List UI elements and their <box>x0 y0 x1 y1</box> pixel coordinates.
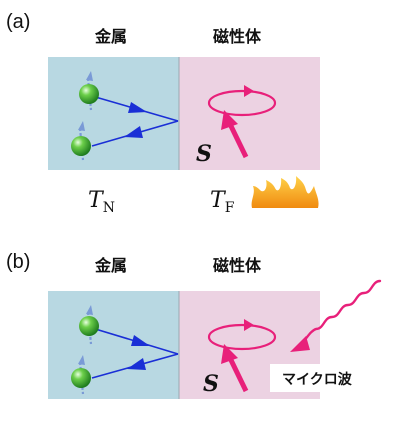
path-arrow-in-icon <box>128 102 147 113</box>
metal-label: 金属 <box>94 27 127 46</box>
microwave-label: マイクロ波 <box>282 371 353 388</box>
electron-lower <box>71 121 91 161</box>
magnet-label: 磁性体 <box>213 27 262 46</box>
panel-b-label: (b) <box>6 251 30 273</box>
precession-arrow-icon <box>244 85 254 97</box>
spin-label: S <box>203 371 219 397</box>
spin-label: S <box>196 141 212 167</box>
metal-label: 金属 <box>94 256 127 275</box>
temperature-metal: TN <box>88 188 115 216</box>
spin-precession <box>207 85 277 159</box>
electron-lower <box>71 355 91 395</box>
precession-arrow-icon <box>244 319 254 331</box>
magnet-label: 磁性体 <box>213 256 262 275</box>
microwave-arrow-icon <box>290 336 310 352</box>
metal-region <box>48 291 179 399</box>
spin-arrow-icon <box>221 110 238 130</box>
path-arrow-out-icon <box>127 358 146 370</box>
temperature-magnet: TF <box>210 188 235 216</box>
electron-upper <box>79 305 99 345</box>
microwave-label-box <box>270 364 398 392</box>
wavy-line-icon <box>290 279 382 352</box>
flame-icon <box>251 176 319 208</box>
path-arrow-out-icon <box>124 126 143 138</box>
panel-a: (a) 金属 磁性体 S <box>6 11 320 216</box>
panel-a-label: (a) <box>6 11 30 33</box>
spin-precession <box>207 319 277 393</box>
panel-b: (b) 金属 磁性体 S <box>6 251 398 399</box>
path-arrow-in-icon <box>131 335 150 346</box>
spin-arrow-icon <box>221 344 238 364</box>
magnet-region <box>179 57 320 170</box>
metal-region <box>48 57 179 170</box>
electron-upper <box>79 71 99 111</box>
